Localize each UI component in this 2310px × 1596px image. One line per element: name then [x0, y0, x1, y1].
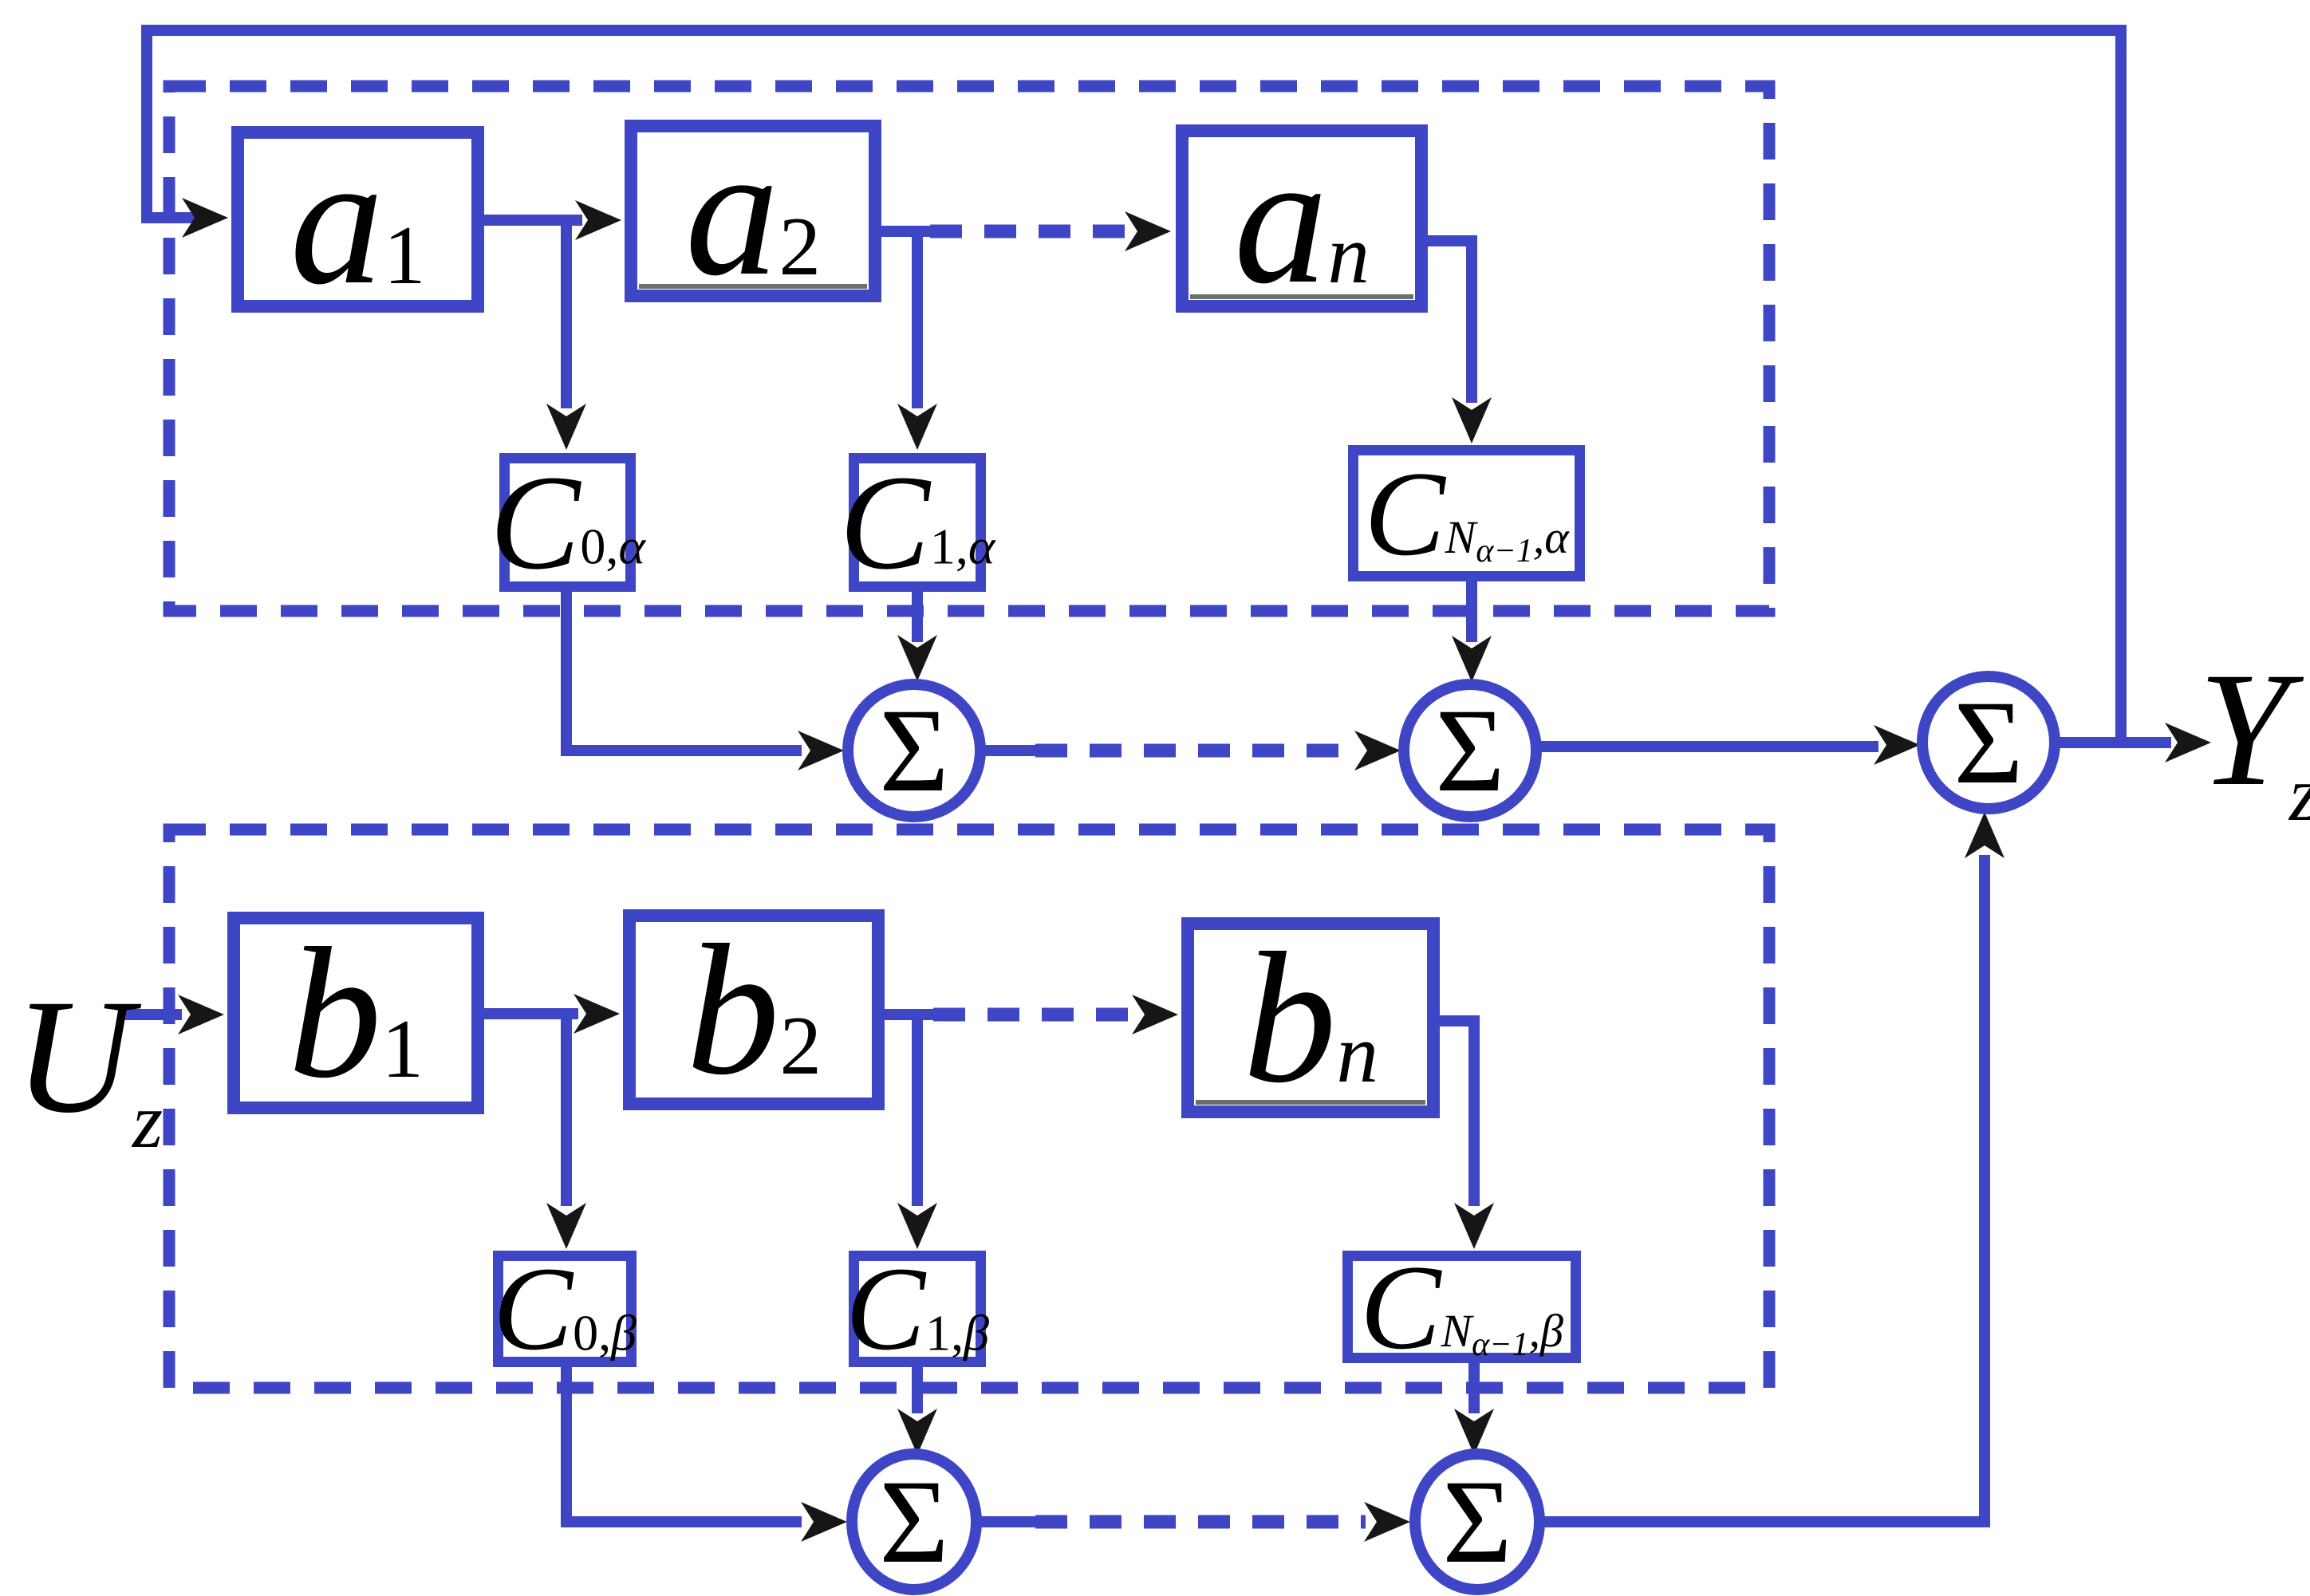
arrow-into-cna: [1452, 397, 1492, 443]
block-c1-beta-label: C: [846, 1243, 926, 1375]
summer-5-symbol: Σ: [879, 1456, 949, 1588]
bn-to-cnb-wire: [1438, 1015, 1480, 1206]
arrow-into-c1a: [897, 404, 937, 450]
block-c1-alpha-label: C: [839, 447, 930, 597]
summer-5: Σ: [854, 1458, 974, 1586]
summer-5-circle: [846, 1448, 982, 1595]
summer-3-symbol: Σ: [1953, 676, 2024, 809]
beta-section-dashed-box: [163, 823, 1776, 1394]
block-cn-alpha-label: C: [1364, 446, 1445, 581]
block-c0-beta-label: C: [493, 1243, 574, 1375]
arrow-into-b2: [574, 994, 620, 1034]
arrow-into-b1: [178, 995, 224, 1034]
block-c0-alpha-label: C: [490, 447, 581, 597]
block-a1-label: a: [290, 115, 384, 323]
summer-3: Σ: [1929, 679, 2048, 806]
an-to-cna-wire: [1426, 235, 1477, 403]
block-c1-alpha-subscript: 1,α: [929, 518, 995, 575]
arrow-into-sum6-left: [1364, 1502, 1410, 1542]
feedback-loop-wire: [141, 25, 2127, 743]
summer-2-circle: [1398, 679, 1542, 822]
block-cn-beta-label: C: [1360, 1239, 1441, 1374]
summer-6-circle: [1409, 1448, 1545, 1595]
block-b1-label: b: [288, 908, 382, 1117]
summer-3-circle: [1917, 671, 2060, 814]
block-an-subscript: n: [1327, 207, 1370, 301]
output-label: Yz: [2198, 648, 2310, 833]
arrow-into-c1b: [897, 1203, 937, 1249]
summer-6: Σ: [1417, 1458, 1537, 1586]
arrow-into-c0a: [546, 404, 586, 450]
arrow-into-sum5-top: [897, 1409, 937, 1455]
arrow-into-c0b: [546, 1203, 586, 1249]
arrow-into-a1: [182, 198, 228, 238]
c0a-to-sum1-wire: [561, 590, 802, 756]
block-bn-label: b: [1243, 913, 1337, 1121]
arrow-into-sum5-left: [801, 1502, 847, 1542]
output-label-base: Y: [2198, 639, 2290, 820]
block-b1-subscript: 1: [381, 1001, 424, 1095]
arrow-into-cnb: [1454, 1203, 1494, 1249]
summer-1: Σ: [854, 687, 974, 814]
summer-6-symbol: Σ: [1442, 1456, 1512, 1588]
block-b2-label: b: [686, 905, 780, 1113]
c0b-to-sum5-wire: [561, 1364, 802, 1527]
input-label: Uz: [14, 975, 163, 1161]
block-c0-alpha-subscript: 0,α: [580, 518, 645, 575]
arrow-into-sum2-left: [1354, 731, 1401, 770]
block-bn-subscript: n: [1336, 1006, 1379, 1100]
input-label-subscript: z: [132, 1078, 164, 1165]
arrow-into-sum3-left: [1874, 725, 1920, 765]
summer-2: Σ: [1410, 687, 1530, 814]
block-cn-beta-subscript: Nα−1,β: [1441, 1304, 1563, 1363]
block-b2-subscript: 2: [779, 998, 822, 1092]
arrow-into-bn: [1132, 995, 1178, 1034]
sum6-to-sum3-wire: [1541, 855, 1990, 1527]
alpha-section-dashed-box: [163, 80, 1776, 617]
block-c1-beta-subscript: 1,β: [925, 1304, 989, 1362]
input-label-base: U: [14, 966, 133, 1147]
arrow-into-sum1-top: [897, 635, 937, 681]
arrow-into-sum6-top: [1454, 1409, 1494, 1455]
output-label-subscript: z: [2289, 755, 2310, 833]
arrow-into-sum2-top: [1452, 636, 1492, 682]
arrow-into-sum1-left: [798, 731, 844, 770]
arrow-into-an: [1125, 211, 1171, 251]
block-c0-beta-subscript: 0,β: [573, 1304, 637, 1362]
arrow-into-a2: [575, 200, 621, 240]
summer-2-symbol: Σ: [1435, 684, 1505, 817]
summer-1-symbol: Σ: [879, 684, 949, 817]
arrow-into-output: [2165, 723, 2211, 763]
arrow-into-sum3-bottom: [1965, 812, 2004, 858]
block-a1-subscript: 1: [384, 207, 426, 301]
summer-1-circle: [842, 679, 986, 822]
block-a2-label: a: [685, 107, 779, 314]
block-an-label: a: [1234, 114, 1328, 322]
block-a2-subscript: 2: [779, 199, 822, 294]
block-cn-alpha-subscript: Nα−1,α: [1445, 510, 1569, 569]
